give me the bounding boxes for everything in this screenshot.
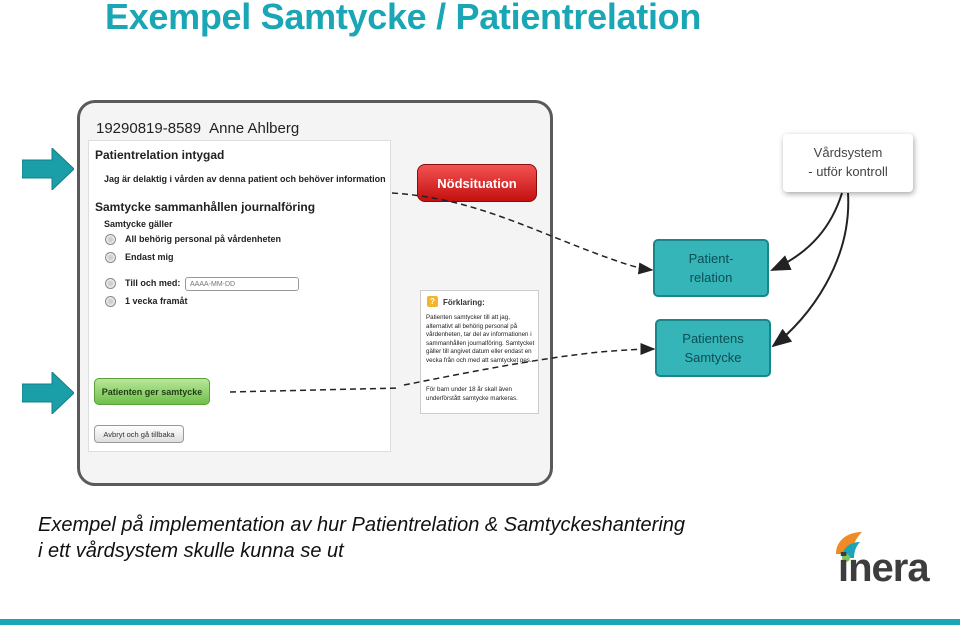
help-box [420, 290, 539, 414]
consent-box: Patientens Samtycke [655, 319, 771, 377]
help-text: Patienten samtycker till att jag, altern… [426, 314, 535, 364]
relation-line1: Patient- [688, 251, 734, 266]
consent-subheading: Samtycke gäller [104, 219, 173, 229]
dashed-connector [391, 192, 654, 275]
consent-line2: Samtycke [684, 350, 742, 365]
help-title: Förklaring: [443, 298, 485, 307]
radio-all-staff[interactable] [105, 234, 116, 245]
patient-name: Anne Ahlberg [209, 120, 300, 137]
caption-line1: Exempel på implementation av hur Patient… [38, 514, 686, 536]
emergency-button[interactable]: Nödsituation [417, 164, 537, 202]
cancel-button[interactable]: Avbryt och gå tillbaka [94, 425, 184, 443]
solid-connector [770, 192, 843, 271]
option-label: Endast mig [125, 252, 174, 262]
option-label: 1 vecka framåt [125, 296, 188, 306]
relation-box: Patient- relation [653, 239, 769, 297]
give-consent-button[interactable]: Patienten ger samtycke [94, 378, 210, 405]
relation-line2: relation [689, 270, 733, 285]
inera-logo-icon [836, 532, 862, 562]
option-label: Till och med: [125, 278, 181, 288]
arrow-right-icon [22, 148, 74, 190]
radio-one-week[interactable] [105, 296, 116, 307]
patient-header: 19290819-8589 Anne Ahlberg [96, 120, 307, 137]
consent-heading: Samtycke sammanhållen journalföring [95, 200, 316, 214]
caption-line2: i ett vårdsystem skulle kunna se ut [38, 540, 344, 562]
patient-id: 19290819-8589 [96, 120, 202, 137]
system-line1: Vårdsystem [813, 145, 883, 160]
radio-until-date[interactable] [105, 278, 116, 289]
radio-only-me[interactable] [105, 252, 116, 263]
date-input[interactable] [185, 277, 299, 291]
system-line2: - utför kontroll [808, 164, 888, 179]
slide-title: Exempel Samtycke / Patientrelation [105, 0, 702, 37]
dashed-connector [403, 343, 656, 386]
logo-text: inera [838, 546, 930, 590]
bottom-bar [0, 619, 960, 625]
dashed-connector [229, 387, 401, 393]
option-label: All behörig personal på vårdenheten [125, 234, 282, 244]
help-icon: ? [427, 296, 438, 307]
solid-connector [771, 192, 850, 348]
system-box: Vårdsystem - utför kontroll [783, 134, 913, 192]
consent-line1: Patientens [682, 331, 744, 346]
relation-heading: Patientrelation intygad [95, 148, 225, 162]
caption: Exempel på implementation av hur Patient… [38, 512, 685, 564]
relation-statement: Jag är delaktig i vården av denna patien… [104, 174, 386, 184]
help-text-children: För barn under 18 år skall även underför… [426, 386, 518, 402]
arrow-right-icon [22, 372, 74, 414]
